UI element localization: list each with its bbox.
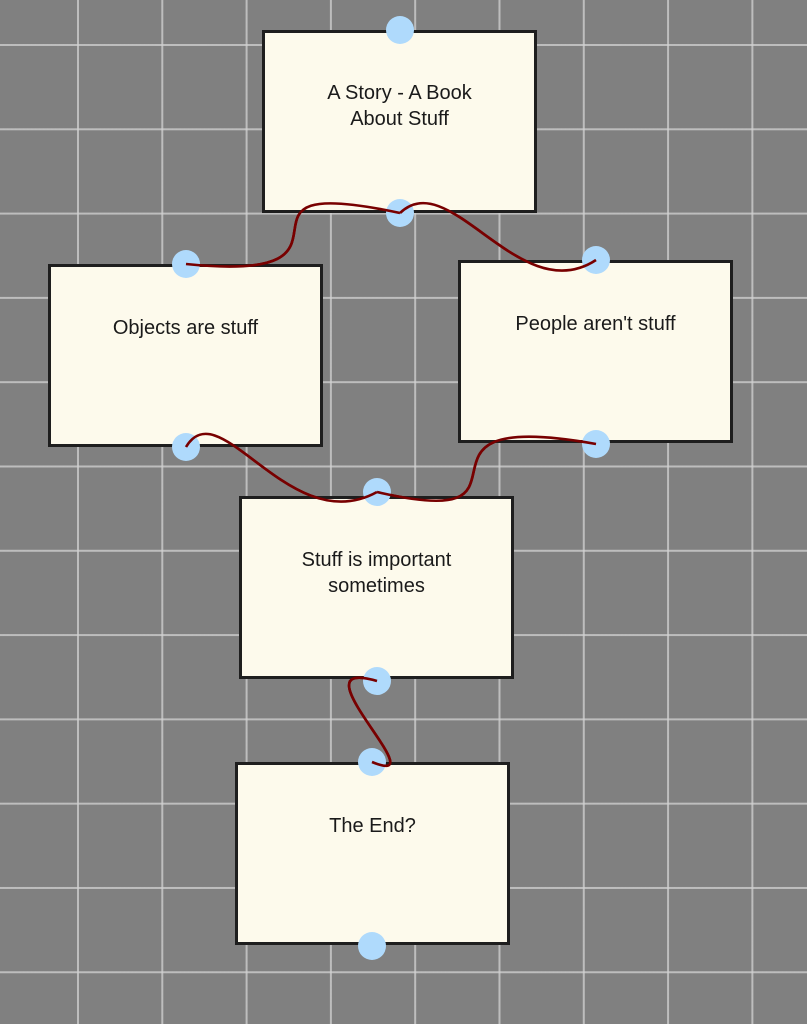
node-label: A Story - A Book About Stuff bbox=[327, 82, 472, 130]
node-label: Stuff is important sometimes bbox=[301, 549, 452, 597]
edge-people-important[interactable] bbox=[376, 435, 597, 503]
port-out-end[interactable] bbox=[358, 932, 386, 960]
node-label: People aren't stuff bbox=[515, 313, 676, 335]
port-in-end[interactable] bbox=[358, 748, 386, 776]
node-end[interactable]: The End? bbox=[235, 762, 510, 945]
port-out-objects[interactable] bbox=[172, 433, 200, 461]
node-important[interactable]: Stuff is important sometimes bbox=[239, 496, 514, 679]
node-label: The End? bbox=[329, 815, 416, 837]
port-in-story[interactable] bbox=[386, 16, 414, 44]
port-in-important[interactable] bbox=[363, 478, 391, 506]
port-in-objects[interactable] bbox=[172, 250, 200, 278]
node-story[interactable]: A Story - A Book About Stuff bbox=[262, 30, 537, 213]
node-people[interactable]: People aren't stuff bbox=[458, 260, 733, 443]
port-out-story[interactable] bbox=[386, 199, 414, 227]
node-label: Objects are stuff bbox=[112, 317, 259, 339]
port-out-important[interactable] bbox=[363, 667, 391, 695]
port-out-people[interactable] bbox=[582, 430, 610, 458]
node-objects[interactable]: Objects are stuff bbox=[48, 264, 323, 447]
port-in-people[interactable] bbox=[582, 246, 610, 274]
